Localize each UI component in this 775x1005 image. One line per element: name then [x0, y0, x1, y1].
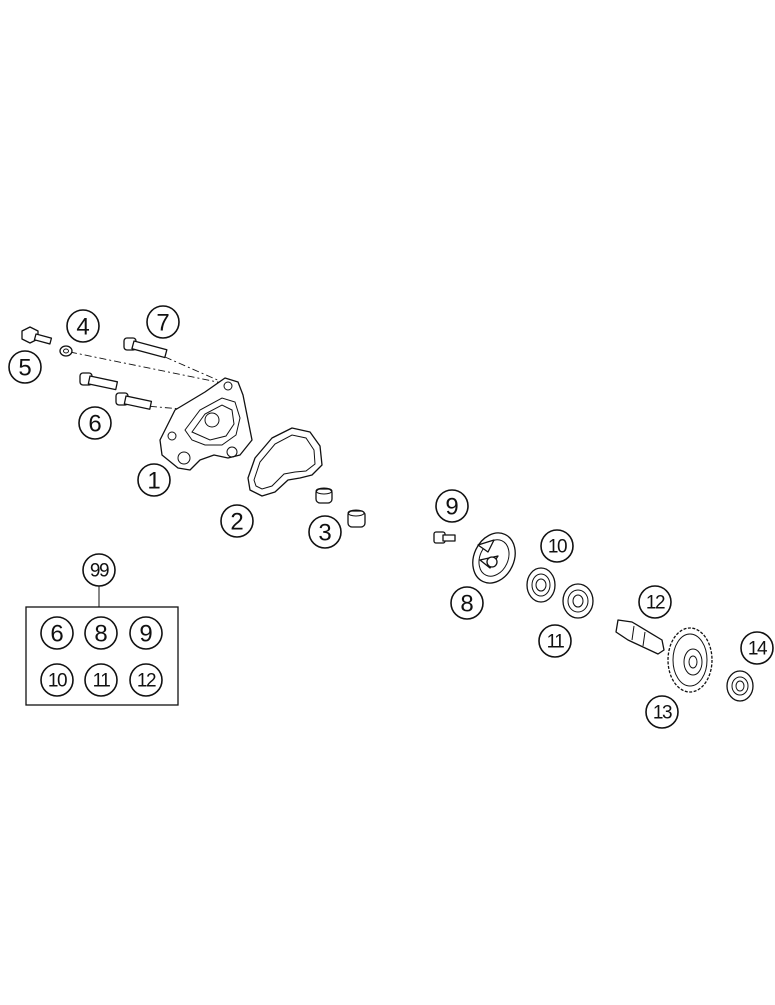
callout-10: 10 [540, 529, 574, 563]
callout-6: 6 [78, 406, 112, 440]
svg-text:10: 10 [48, 671, 67, 692]
part-bearing-10 [526, 567, 556, 603]
svg-text:99: 99 [90, 561, 109, 582]
callout-12: 12 [638, 585, 672, 619]
callout-3: 3 [308, 515, 342, 549]
part-bolt-7 [123, 337, 168, 359]
svg-text:9: 9 [445, 494, 458, 521]
svg-text:1: 1 [147, 468, 160, 495]
svg-text:11: 11 [547, 632, 565, 653]
svg-text:12: 12 [137, 671, 156, 692]
part-gear-13 [667, 627, 713, 693]
svg-text:9: 9 [139, 621, 152, 648]
kit-item-11: 11 [84, 663, 118, 697]
alignment-line-upper [69, 351, 233, 386]
part-screw-9 [433, 531, 456, 544]
part-shaft-12 [615, 619, 665, 655]
svg-text:10: 10 [548, 537, 567, 558]
callout-5: 5 [8, 350, 42, 384]
callout-8: 8 [450, 586, 484, 620]
callout-7: 7 [146, 305, 180, 339]
kit-item-8: 8 [84, 616, 118, 650]
kit-item-12: 12 [129, 663, 163, 697]
part-pump-cover-1 [159, 377, 253, 471]
callout-9: 9 [435, 489, 469, 523]
callout-13: 13 [645, 695, 679, 729]
alignment-line-bolt7 [164, 356, 223, 383]
svg-text:4: 4 [76, 314, 89, 341]
part-bearing-14 [726, 670, 754, 702]
part-bearing-11 [562, 583, 594, 619]
svg-text:14: 14 [748, 639, 768, 660]
svg-text:8: 8 [460, 591, 473, 618]
callout-4: 4 [66, 309, 100, 343]
svg-text:8: 8 [94, 621, 107, 648]
svg-text:6: 6 [88, 411, 101, 438]
kit-item-6: 6 [40, 616, 74, 650]
part-gasket-2 [247, 427, 323, 497]
part-bolts-6 [79, 372, 153, 410]
svg-text:12: 12 [646, 593, 665, 614]
svg-text:11: 11 [93, 671, 111, 692]
svg-text:7: 7 [156, 310, 169, 337]
part-impeller-8 [472, 532, 516, 584]
part-washer-4 [59, 345, 73, 357]
callout-1: 1 [137, 463, 171, 497]
kit-item-9: 9 [129, 616, 163, 650]
svg-text:6: 6 [50, 621, 63, 648]
callout-99: 99 [82, 553, 116, 587]
callout-11: 11 [538, 624, 572, 658]
kit-box [25, 606, 179, 706]
callout-14: 14 [740, 631, 774, 665]
part-bolt-5 [21, 326, 53, 345]
svg-text:3: 3 [318, 520, 331, 547]
kit-item-10: 10 [40, 663, 74, 697]
part-dowels-3 [315, 487, 366, 528]
svg-text:13: 13 [653, 703, 672, 724]
svg-text:2: 2 [230, 509, 243, 536]
callout-2: 2 [220, 504, 254, 538]
svg-text:5: 5 [18, 355, 31, 382]
